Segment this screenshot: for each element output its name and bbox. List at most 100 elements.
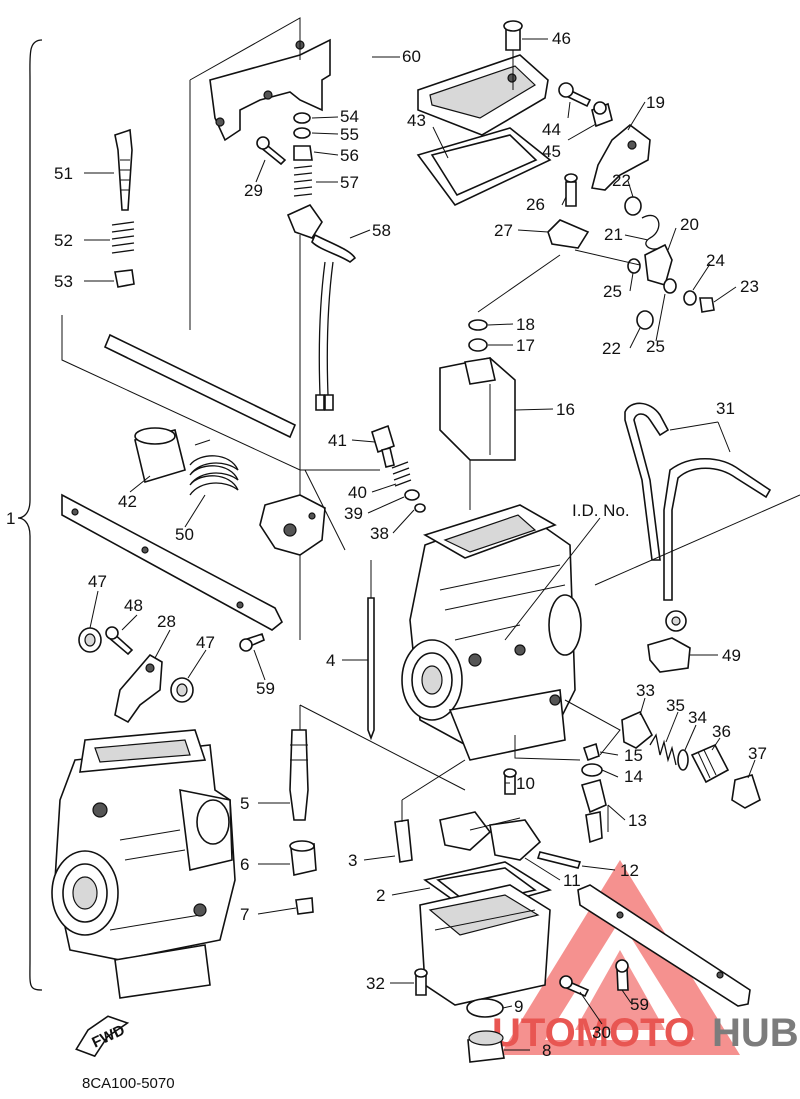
float-pin-12 bbox=[536, 851, 582, 869]
label-id-no: I.D. No. bbox=[572, 501, 630, 520]
label-part-37: 37 bbox=[748, 744, 767, 763]
label-part-20: 20 bbox=[680, 215, 699, 234]
o-ring-9 bbox=[466, 998, 504, 1018]
washer-39 bbox=[404, 489, 420, 501]
label-part-25-a: 25 bbox=[603, 282, 622, 301]
label-part-28: 28 bbox=[157, 612, 176, 631]
bushing-22-a bbox=[624, 196, 642, 216]
label-part-52: 52 bbox=[54, 231, 73, 250]
label-part-31: 31 bbox=[716, 399, 735, 418]
label-part-59-b: 59 bbox=[630, 995, 649, 1014]
leader-lines bbox=[84, 38, 756, 1051]
bracket-19 bbox=[591, 123, 651, 191]
o-ring-38 bbox=[414, 503, 426, 513]
pilot-jet-3 bbox=[394, 819, 413, 863]
label-part-15: 15 bbox=[624, 746, 643, 765]
label-part-34: 34 bbox=[688, 708, 707, 727]
label-part-36: 36 bbox=[712, 722, 731, 741]
nut-15 bbox=[582, 742, 600, 762]
washer-24 bbox=[683, 290, 697, 306]
label-part-8: 8 bbox=[542, 1041, 551, 1060]
label-part-24: 24 bbox=[706, 251, 725, 270]
label-part-57: 57 bbox=[340, 173, 359, 192]
washer-25-a bbox=[627, 258, 641, 274]
label-part-27: 27 bbox=[494, 221, 513, 240]
label-part-33: 33 bbox=[636, 681, 655, 700]
label-part-7: 7 bbox=[240, 905, 249, 924]
needle-valve-13 bbox=[581, 779, 607, 844]
label-part-58: 58 bbox=[372, 221, 391, 240]
label-part-50: 50 bbox=[175, 525, 194, 544]
screw-10 bbox=[504, 775, 516, 795]
label-part-54: 54 bbox=[340, 107, 359, 126]
gasket-43 bbox=[416, 127, 552, 207]
label-part-45: 45 bbox=[542, 142, 561, 161]
label-part-5: 5 bbox=[240, 794, 249, 813]
washer-54 bbox=[293, 112, 311, 124]
cable-holder-58 bbox=[286, 203, 323, 239]
washer-17 bbox=[468, 338, 488, 352]
spring-52 bbox=[111, 221, 135, 254]
washer-34 bbox=[677, 749, 689, 771]
label-part-44: 44 bbox=[542, 120, 561, 139]
throttle-shaft bbox=[103, 333, 297, 439]
label-part-26: 26 bbox=[526, 195, 545, 214]
bracket-top bbox=[209, 38, 331, 142]
label-part-22-b: 22 bbox=[602, 339, 621, 358]
label-part-9: 9 bbox=[514, 997, 523, 1016]
label-part-35: 35 bbox=[666, 696, 685, 715]
cap-37 bbox=[731, 774, 761, 809]
label-part-14: 14 bbox=[624, 767, 643, 786]
label-part-56: 56 bbox=[340, 146, 359, 165]
label-part-59-a: 59 bbox=[256, 679, 275, 698]
label-part-19: 19 bbox=[646, 93, 665, 112]
label-part-6: 6 bbox=[240, 855, 249, 874]
drain-plug-8 bbox=[467, 1030, 505, 1063]
bushing-22-b bbox=[636, 310, 654, 330]
document-code: 8CA100-5070 bbox=[82, 1075, 175, 1092]
label-part-48: 48 bbox=[124, 596, 143, 615]
needle-jet-5 bbox=[289, 729, 309, 821]
carburetor-body-left bbox=[51, 729, 236, 999]
lever-20 bbox=[644, 243, 673, 286]
label-part-13: 13 bbox=[628, 811, 647, 830]
washer-25-b bbox=[663, 278, 677, 294]
throttle-valve-16 bbox=[439, 357, 516, 461]
label-part-25-b: 25 bbox=[646, 337, 665, 356]
watermark-text-grey: HUB bbox=[712, 1011, 799, 1055]
throttle-lever-28 bbox=[114, 653, 163, 724]
label-part-42: 42 bbox=[118, 492, 137, 511]
nut-53 bbox=[114, 269, 135, 288]
spring-40 bbox=[391, 461, 412, 487]
spring-57 bbox=[293, 165, 313, 197]
label-part-41: 41 bbox=[328, 431, 347, 450]
label-part-53: 53 bbox=[54, 272, 73, 291]
linkage-plate bbox=[61, 493, 284, 631]
label-part-29: 29 bbox=[244, 181, 263, 200]
screw-41 bbox=[371, 424, 395, 454]
screw-26 bbox=[565, 181, 577, 207]
float-bowl bbox=[419, 884, 551, 1006]
label-part-46: 46 bbox=[552, 29, 571, 48]
nut-56 bbox=[293, 145, 313, 161]
label-part-21: 21 bbox=[604, 225, 623, 244]
spring-35 bbox=[649, 733, 677, 766]
label-part-17: 17 bbox=[516, 336, 535, 355]
watermark-text-red: UTOMOTO bbox=[492, 1011, 695, 1055]
spring-21 bbox=[641, 215, 661, 250]
clamp-49 bbox=[647, 610, 691, 673]
label-part-23: 23 bbox=[740, 277, 759, 296]
label-part-32: 32 bbox=[366, 974, 385, 993]
label-part-43: 43 bbox=[407, 111, 426, 130]
label-assembly-1: 1 bbox=[6, 509, 15, 528]
screw-32 bbox=[415, 974, 427, 996]
label-part-51: 51 bbox=[54, 164, 73, 183]
spacer-42 bbox=[134, 427, 186, 484]
label-part-47-b: 47 bbox=[196, 633, 215, 652]
top-cover-43 bbox=[417, 54, 549, 136]
label-part-4: 4 bbox=[326, 651, 335, 670]
label-part-49: 49 bbox=[722, 646, 741, 665]
o-ring-14 bbox=[581, 763, 603, 777]
label-part-30: 30 bbox=[592, 1023, 611, 1042]
